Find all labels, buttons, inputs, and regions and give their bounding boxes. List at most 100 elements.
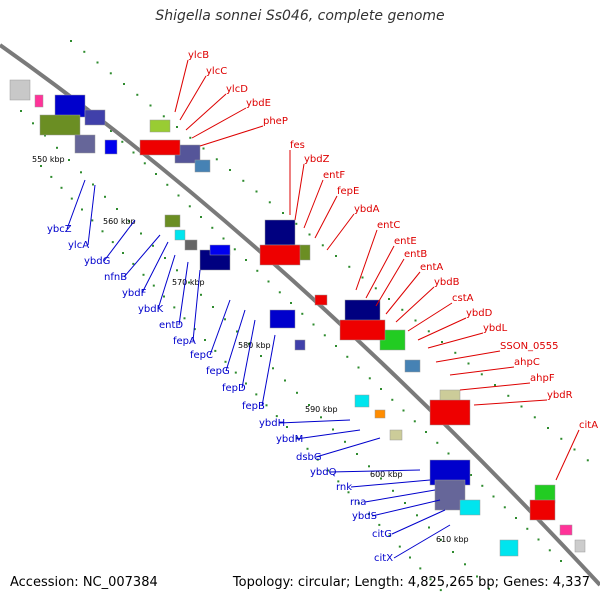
forward-gene-label: entA xyxy=(420,262,443,273)
tick-dot xyxy=(200,293,202,296)
gene-block[interactable] xyxy=(559,524,573,536)
gene-block[interactable] xyxy=(264,219,296,246)
reverse-gene-label: fepC xyxy=(190,350,213,361)
gene-block[interactable] xyxy=(314,294,328,306)
gene-block[interactable] xyxy=(404,359,421,373)
gene-block[interactable] xyxy=(429,399,471,426)
reverse-label-leader xyxy=(295,429,361,440)
gene-block[interactable] xyxy=(389,429,403,441)
gene-block[interactable] xyxy=(194,159,211,173)
tick-dot xyxy=(414,319,417,322)
gene-block[interactable] xyxy=(459,499,481,516)
gene-block[interactable] xyxy=(139,139,181,156)
reverse-gene-label: citX xyxy=(374,553,393,564)
gene-block[interactable] xyxy=(374,409,386,419)
forward-label-leader xyxy=(179,75,207,121)
tick-dot xyxy=(256,269,259,272)
tick-dot xyxy=(193,328,196,331)
tick-dot xyxy=(296,391,298,394)
tick-dot xyxy=(308,404,310,406)
reverse-gene-label: citG xyxy=(372,529,392,540)
forward-label-leader xyxy=(303,179,324,229)
forward-gene-label: ybdE xyxy=(246,98,271,109)
gene-block[interactable] xyxy=(74,134,96,154)
gene-block[interactable] xyxy=(259,244,301,266)
reverse-gene-label: fepA xyxy=(173,336,196,347)
forward-gene-label: ahpC xyxy=(514,357,540,368)
map-title: Shigella sonnei Ss046, complete genome xyxy=(155,8,445,24)
reverse-label-leader xyxy=(192,269,201,342)
gene-block[interactable] xyxy=(339,319,386,341)
scale-label: 610 kbp xyxy=(436,535,469,544)
gene-block[interactable] xyxy=(149,119,171,133)
tick-dot xyxy=(286,426,288,428)
gene-features[interactable] xyxy=(9,79,586,557)
forward-label-leader xyxy=(185,93,227,131)
reverse-label-leader xyxy=(364,489,436,503)
tick-dot xyxy=(337,480,340,483)
tick-dot xyxy=(40,165,42,167)
gene-block[interactable] xyxy=(574,539,586,553)
tick-dot xyxy=(96,61,99,64)
tick-dot xyxy=(183,317,186,320)
forward-gene-label: fepE xyxy=(337,186,359,197)
tick-dot xyxy=(401,308,404,311)
forward-gene-label: ahpF xyxy=(530,373,555,384)
tick-dot xyxy=(348,265,351,268)
tick-dot xyxy=(476,575,478,578)
tick-dot xyxy=(164,257,166,259)
tick-dot xyxy=(211,226,214,229)
tick-dot xyxy=(204,339,206,341)
forward-gene-label: entE xyxy=(394,236,417,247)
tick-dot xyxy=(296,436,299,439)
tick-dot xyxy=(104,195,106,198)
tick-dot xyxy=(222,237,225,240)
gene-block[interactable] xyxy=(84,109,106,126)
tick-dot xyxy=(111,241,114,244)
tick-dot xyxy=(81,208,83,211)
gene-block[interactable] xyxy=(269,309,296,329)
forward-gene-label: cstA xyxy=(452,293,474,304)
tick-dot xyxy=(152,284,155,287)
tick-dot xyxy=(50,175,53,178)
forward-gene-label: ybdL xyxy=(483,323,508,334)
tick-dot xyxy=(143,162,146,165)
tick-dot xyxy=(121,140,124,143)
gene-block[interactable] xyxy=(9,79,31,101)
reverse-label-leader xyxy=(393,524,451,559)
forward-label-leader xyxy=(314,195,338,239)
tick-dot xyxy=(368,465,370,468)
tick-dot xyxy=(272,367,274,370)
gene-block[interactable] xyxy=(209,244,231,256)
tick-dot xyxy=(494,384,496,386)
reverse-label-leader xyxy=(209,299,231,356)
gene-block[interactable] xyxy=(294,339,306,351)
gene-block[interactable] xyxy=(499,539,519,557)
tick-dot xyxy=(507,394,510,397)
gene-block[interactable] xyxy=(354,394,370,408)
gene-block[interactable] xyxy=(529,499,556,521)
forward-label-leader xyxy=(294,163,305,221)
tick-dots xyxy=(20,40,589,592)
gene-block[interactable] xyxy=(54,94,86,118)
gene-block[interactable] xyxy=(34,94,44,108)
gene-block[interactable] xyxy=(104,139,118,155)
tick-dot xyxy=(320,416,322,419)
gene-block[interactable] xyxy=(184,239,198,251)
gene-block[interactable] xyxy=(164,214,181,228)
reverse-label-leader xyxy=(225,309,246,372)
tick-dot xyxy=(101,230,104,233)
tick-dot xyxy=(295,222,298,225)
tick-dot xyxy=(323,334,326,337)
tick-dot xyxy=(480,373,483,376)
tick-dot xyxy=(202,147,205,150)
forward-gene-label: ybdA xyxy=(354,204,380,215)
gene-block[interactable] xyxy=(39,114,81,136)
forward-label-leader xyxy=(191,107,247,139)
tick-dot xyxy=(380,388,382,390)
reverse-label-leader xyxy=(315,437,381,458)
gene-block[interactable] xyxy=(174,229,186,241)
